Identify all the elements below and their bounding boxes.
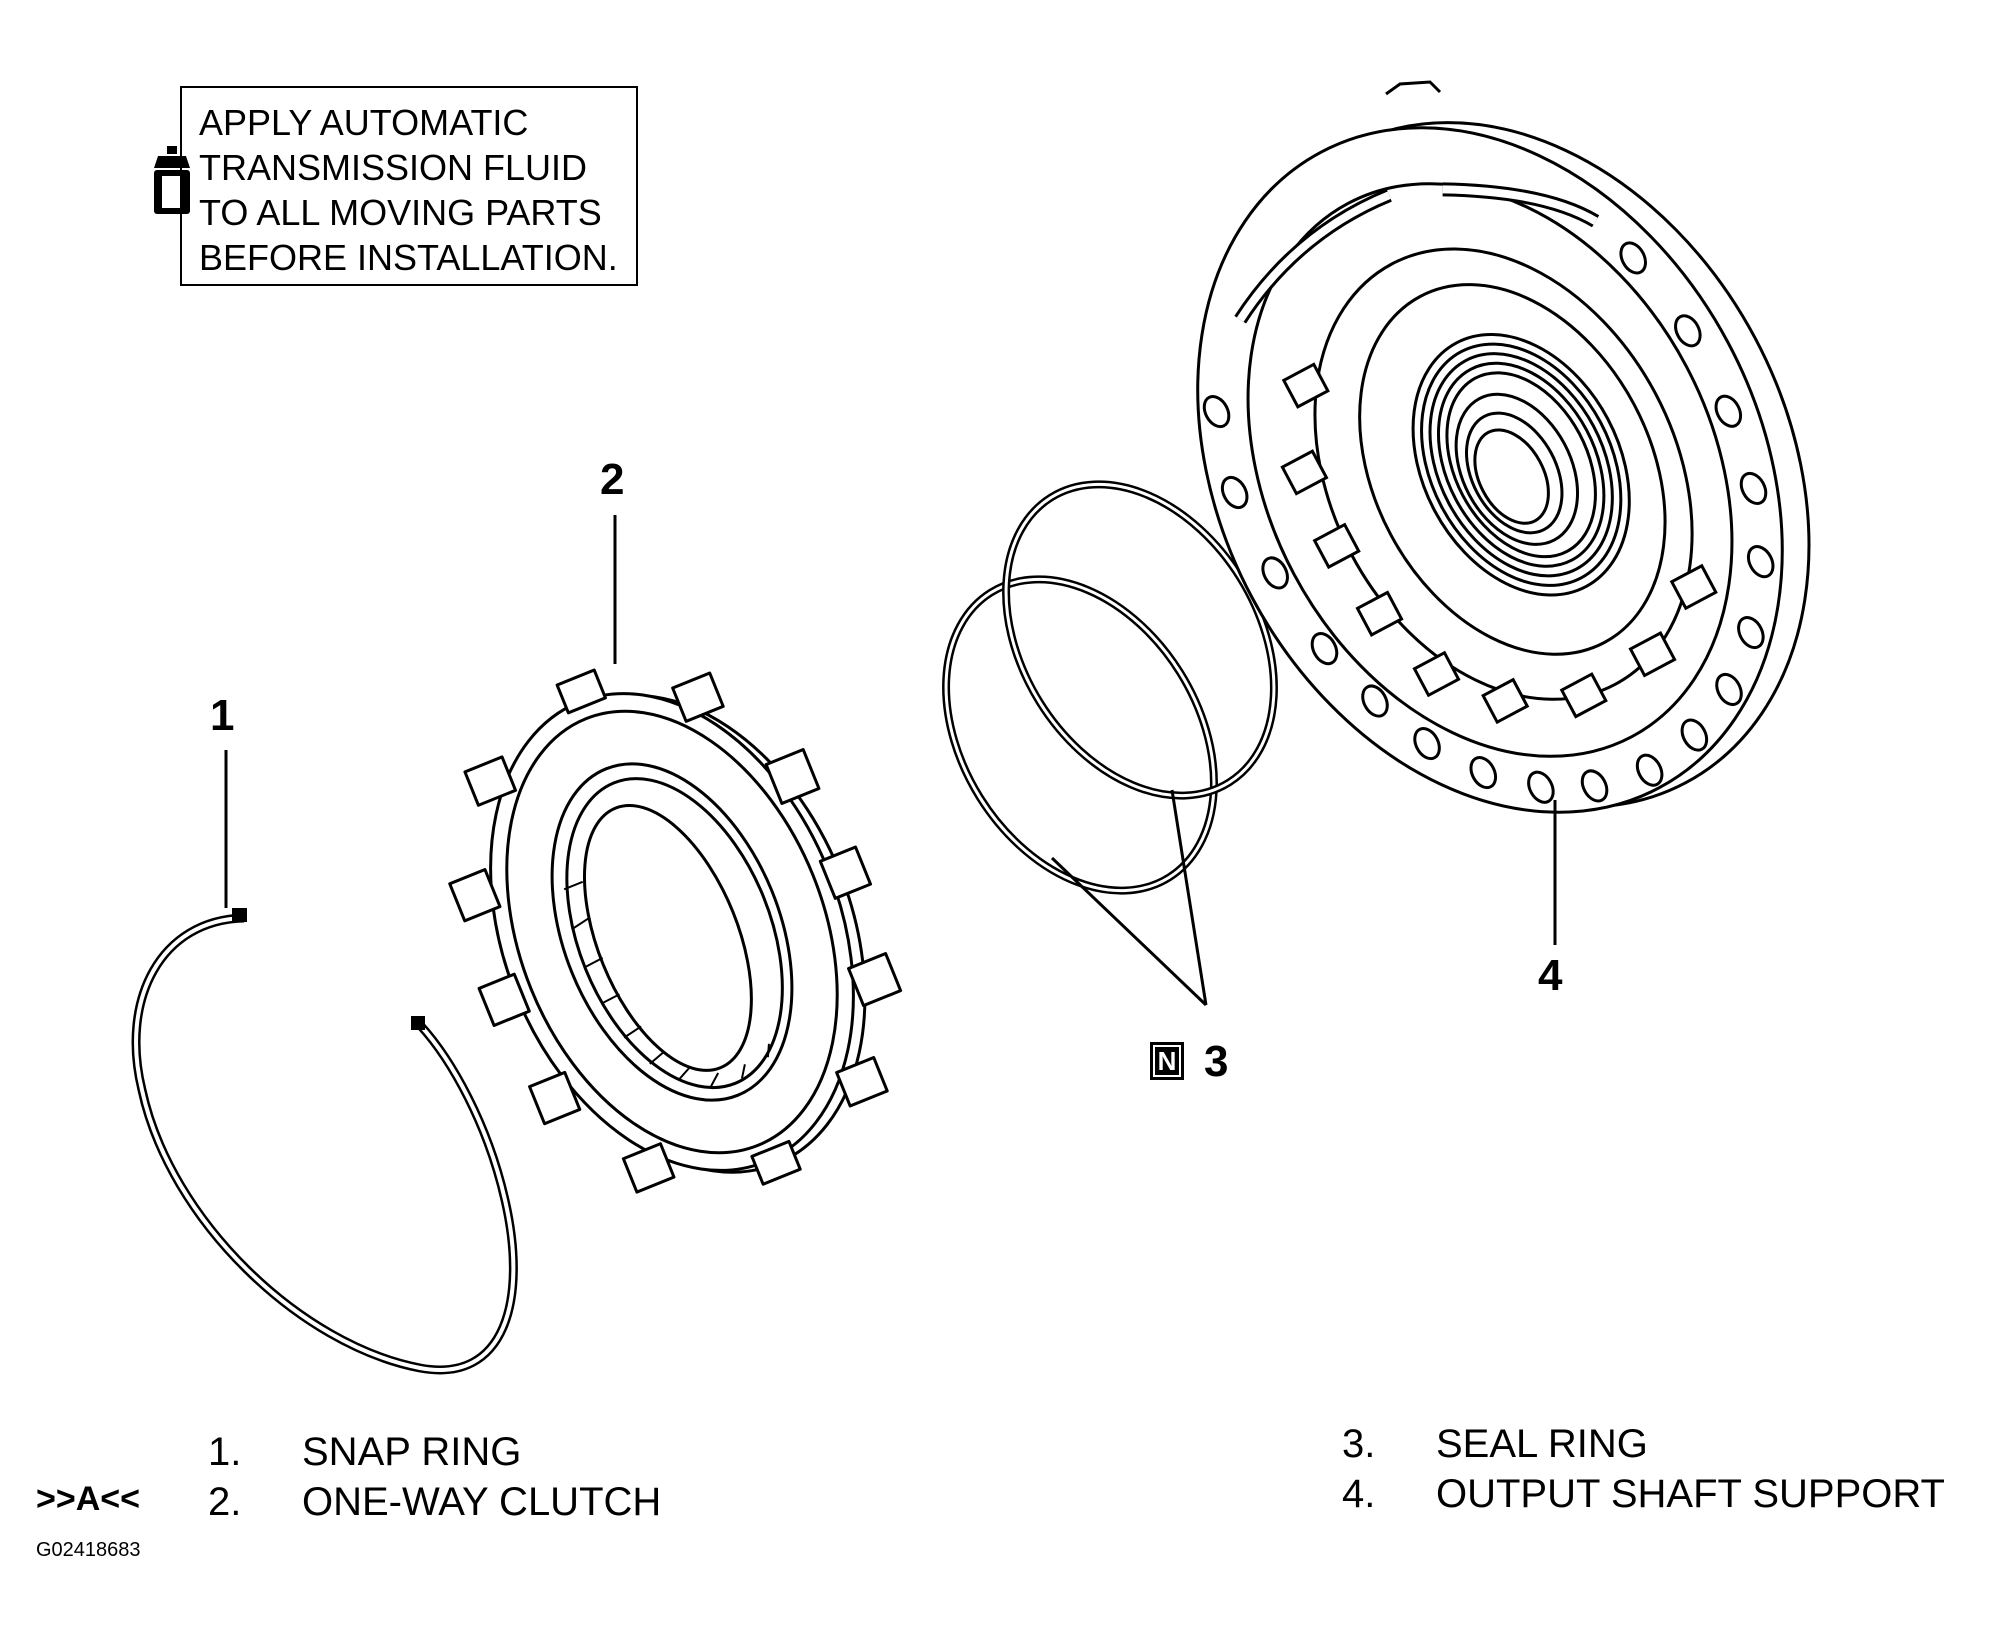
seal-ring-part (942, 480, 1278, 895)
callout-1: 1 (210, 691, 235, 740)
legend-number-3: 3. (1342, 1422, 1376, 1466)
legend-number-1: 1. (208, 1430, 242, 1474)
leader-line-3b (1170, 789, 1208, 1006)
legend-label-3: SEAL RING (1436, 1422, 1648, 1466)
note-box (180, 86, 638, 286)
callout-2: 2 (600, 455, 625, 504)
note-line-3: TO ALL MOVING PARTS (199, 192, 602, 233)
output-shaft-support-part (1196, 80, 1811, 814)
legend-number-2: 2. (208, 1480, 242, 1524)
n-badge-letter: N (1155, 1047, 1179, 1075)
snap-ring-part (131, 908, 518, 1375)
legend-label-2: ONE-WAY CLUTCH (302, 1480, 662, 1524)
image-id: G02418683 (36, 1539, 141, 1561)
callout-4: 4 (1538, 951, 1563, 1000)
leader-lines (224, 515, 1557, 1007)
legend-ref-mark: >>A<< (36, 1480, 140, 1518)
note-line-1: APPLY AUTOMATIC (199, 102, 529, 143)
legend-label-4: OUTPUT SHAFT SUPPORT (1436, 1472, 1945, 1516)
one-way-clutch-part (448, 668, 903, 1194)
note-line-2: TRANSMISSION FLUID (199, 147, 588, 188)
leader-line-3a (1050, 856, 1208, 1007)
legend-number-4: 4. (1342, 1472, 1376, 1516)
callout-3: 3 (1204, 1037, 1229, 1086)
n-badge: N (1150, 1042, 1184, 1080)
note-line-4: BEFORE INSTALLATION. (199, 237, 618, 278)
legend-label-1: SNAP RING (302, 1430, 522, 1474)
